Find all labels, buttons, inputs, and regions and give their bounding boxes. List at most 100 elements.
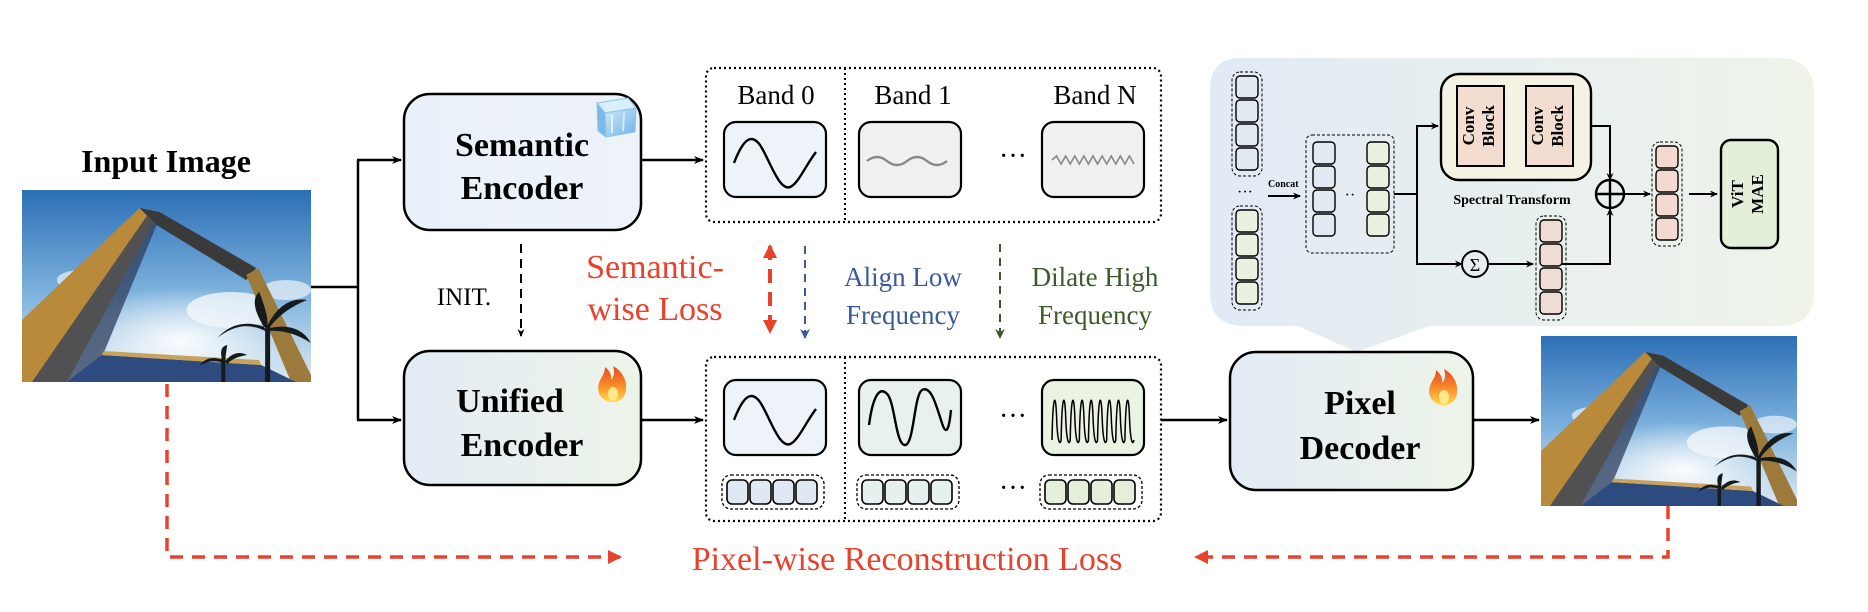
token-group-frame bbox=[721, 474, 825, 510]
fire-icon bbox=[598, 366, 627, 402]
token-group-frame bbox=[856, 474, 960, 510]
detail-token-column-low bbox=[1231, 71, 1263, 177]
token bbox=[907, 479, 930, 505]
mae-label: MAE bbox=[1748, 174, 1767, 214]
input-image-title: Input Image bbox=[81, 143, 251, 179]
token bbox=[930, 479, 953, 505]
unified-band-panel: ··· ··· bbox=[704, 355, 1163, 523]
band-0-wave-card bbox=[722, 120, 828, 199]
init-label: INIT. bbox=[437, 284, 491, 311]
token bbox=[1067, 479, 1090, 505]
token bbox=[1312, 213, 1336, 237]
token bbox=[1655, 169, 1679, 193]
spectral-transform-block: Conv Block Conv Block bbox=[1439, 72, 1593, 182]
token bbox=[1655, 193, 1679, 217]
unified-encoder-line2: Encoder bbox=[461, 427, 584, 464]
token bbox=[1312, 189, 1336, 213]
concat-ellipsis: ·· bbox=[1345, 187, 1356, 204]
residual-connectors bbox=[1562, 125, 1614, 265]
sigma-symbol: Σ bbox=[1470, 255, 1480, 275]
token-column-frame bbox=[1651, 141, 1683, 247]
detail-split-connectors bbox=[1394, 122, 1463, 268]
token bbox=[1235, 99, 1259, 123]
band-1-wave-card bbox=[857, 120, 963, 199]
concat-token-column-high bbox=[1366, 141, 1390, 237]
input-photo bbox=[22, 190, 311, 382]
input-branch-connectors bbox=[311, 156, 402, 424]
band-n-wave-card bbox=[1040, 120, 1146, 199]
concat-label: Concat bbox=[1268, 179, 1299, 190]
align-low-line2: Frequency bbox=[846, 300, 960, 330]
token bbox=[1113, 479, 1136, 505]
ice-cube-icon bbox=[596, 97, 637, 139]
pixel-decoder-line1: Pixel bbox=[1324, 385, 1396, 422]
token-group-frame bbox=[1039, 474, 1143, 510]
dilate-high-line1: Dilate High bbox=[1032, 262, 1159, 292]
unified-band-1-wave-card bbox=[857, 378, 963, 457]
concatenated-tokens-frame bbox=[1305, 134, 1395, 254]
decoder-detail-panel: ··· Concat ·· Conv Block Conv Block Spec… bbox=[1210, 58, 1814, 352]
semantic-encoder-block: Semantic Encoder bbox=[402, 92, 643, 232]
vit-mae-block: ViT MAE bbox=[1719, 138, 1780, 250]
semantic-loss-line1: Semantic- bbox=[586, 249, 724, 286]
token bbox=[1235, 147, 1259, 171]
token-column-frame bbox=[1535, 215, 1567, 321]
token bbox=[1539, 267, 1563, 291]
concat-token-column-low bbox=[1312, 141, 1336, 237]
token-column-frame bbox=[1231, 205, 1263, 311]
detail-token-column-high bbox=[1231, 205, 1263, 311]
token bbox=[1312, 141, 1336, 165]
token bbox=[1235, 281, 1259, 305]
token-ellipsis: ··· bbox=[999, 473, 1027, 504]
unified-band-0-wave-card bbox=[722, 378, 828, 457]
token bbox=[1366, 165, 1390, 189]
token bbox=[1235, 257, 1259, 281]
token bbox=[1539, 291, 1563, 315]
conv-block-1-line1: Conv bbox=[1459, 106, 1478, 145]
spectral-transform-label: Spectral Transform bbox=[1453, 193, 1571, 208]
pixel-decoder-line2: Decoder bbox=[1300, 430, 1421, 467]
token bbox=[1312, 165, 1336, 189]
token bbox=[861, 479, 884, 505]
band-ellipsis-bottom: ··· bbox=[999, 401, 1027, 432]
token bbox=[1044, 479, 1067, 505]
unified-encoder-line1: Unified bbox=[456, 383, 564, 420]
band-n-label: Band N bbox=[1053, 80, 1136, 110]
semantic-band-panel: Band 0 Band 1 Band N ··· bbox=[704, 66, 1163, 224]
token bbox=[1235, 209, 1259, 233]
token-column-frame bbox=[1231, 71, 1263, 177]
conv-block-1-line2: Block bbox=[1479, 105, 1498, 147]
pooled-token-column bbox=[1535, 215, 1567, 321]
align-low-line1: Align Low bbox=[844, 262, 962, 292]
pixel-loss-connectors bbox=[165, 384, 1670, 564]
conv-block-2-line1: Conv bbox=[1528, 106, 1547, 145]
band-ellipsis-top: ··· bbox=[999, 141, 1027, 172]
add-operator bbox=[1594, 178, 1626, 210]
band-0-label: Band 0 bbox=[737, 80, 814, 110]
vit-label: ViT bbox=[1728, 179, 1747, 207]
token bbox=[1366, 213, 1390, 237]
token bbox=[1235, 75, 1259, 99]
token bbox=[1655, 217, 1679, 241]
pixel-decoder-block: Pixel Decoder bbox=[1228, 350, 1475, 492]
band-1-label: Band 1 bbox=[874, 80, 951, 110]
pixel-loss-label: Pixel-wise Reconstruction Loss bbox=[692, 541, 1123, 578]
token bbox=[884, 479, 907, 505]
output-token-column bbox=[1651, 141, 1683, 247]
semantic-loss-line2: wise Loss bbox=[587, 291, 722, 328]
reconstructed-photo bbox=[1541, 336, 1797, 506]
token bbox=[1366, 189, 1390, 213]
token bbox=[772, 479, 795, 505]
token bbox=[1366, 141, 1390, 165]
unified-encoder-block: Unified Encoder bbox=[402, 349, 643, 487]
token bbox=[1235, 123, 1259, 147]
token bbox=[1539, 243, 1563, 267]
semantic-encoder-line2: Encoder bbox=[461, 170, 584, 207]
token bbox=[1090, 479, 1113, 505]
token-group-band-1 bbox=[856, 474, 960, 510]
semantic-encoder-line1: Semantic bbox=[455, 127, 589, 164]
conv-block-2-line2: Block bbox=[1548, 105, 1567, 147]
token bbox=[726, 479, 749, 505]
token bbox=[749, 479, 772, 505]
